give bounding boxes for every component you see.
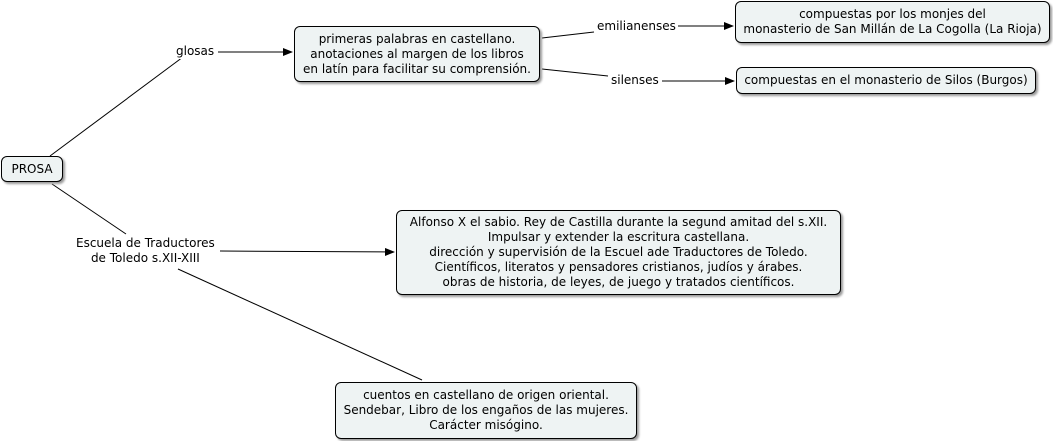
node-text-line: Carácter misógino. xyxy=(429,418,543,432)
node-prosa[interactable]: PROSA xyxy=(1,156,63,182)
edge-toledo-cuentos xyxy=(177,268,423,381)
link-label-glosas: glosas xyxy=(174,44,217,59)
link-text: glosas xyxy=(176,44,215,58)
edge-prosa-toledo xyxy=(51,183,127,235)
node-prosa-label: PROSA xyxy=(11,161,53,176)
edge-glosas-emilianenses xyxy=(541,31,595,39)
edge-prosa-glosas xyxy=(49,56,184,157)
node-text-line: obras de historia, de leyes, de juego y … xyxy=(442,275,795,289)
node-text-line: compuestas por los monjes del xyxy=(799,7,986,21)
node-text-line: Sendebar, Libro de los engaños de las mu… xyxy=(343,403,629,417)
node-text-line: compuestas en el monasterio de Silos (Bu… xyxy=(744,73,1028,87)
node-toledo-description[interactable]: Alfonso X el sabio. Rey de Castilla dura… xyxy=(396,210,841,295)
node-text-line: Científicos, literatos y pensadores cris… xyxy=(434,260,803,274)
link-text: Escuela de Traductores xyxy=(76,236,215,250)
node-text-line: en latín para facilitar su comprensión. xyxy=(303,61,531,76)
link-text: emilianenses xyxy=(597,19,676,33)
link-label-emilianenses: emilianenses xyxy=(595,19,678,34)
node-text-line: dirección y supervisión de la Escuel ade… xyxy=(429,245,808,259)
node-text-line: cuentos en castellano de origen oriental… xyxy=(363,388,609,402)
node-glosas-description[interactable]: primeras palabras en castellano. anotaci… xyxy=(294,26,540,82)
edge-toledo-desc xyxy=(219,247,395,256)
link-text: silenses xyxy=(611,73,659,87)
node-text-line: Alfonso X el sabio. Rey de Castilla dura… xyxy=(409,215,828,229)
node-text-line: primeras palabras en castellano. xyxy=(318,31,516,46)
link-text: de Toledo s.XII-XIII xyxy=(90,251,200,265)
link-label-toledo: Escuela de Traductores de Toledo s.XII-X… xyxy=(74,236,217,266)
node-cuentos-description[interactable]: cuentos en castellano de origen oriental… xyxy=(335,382,637,439)
edge-glosas-silenses xyxy=(541,68,609,77)
node-text-line: Impulsar y extender la escritura castell… xyxy=(487,230,750,244)
node-silenses-description[interactable]: compuestas en el monasterio de Silos (Bu… xyxy=(736,67,1036,94)
node-text-line: monasterio de San Millán de La Cogolla (… xyxy=(743,22,1042,36)
link-label-silenses: silenses xyxy=(609,73,661,88)
node-text-line: anotaciones al margen de los libros xyxy=(310,46,524,61)
node-emilianenses-description[interactable]: compuestas por los monjes del monasterio… xyxy=(735,1,1050,43)
